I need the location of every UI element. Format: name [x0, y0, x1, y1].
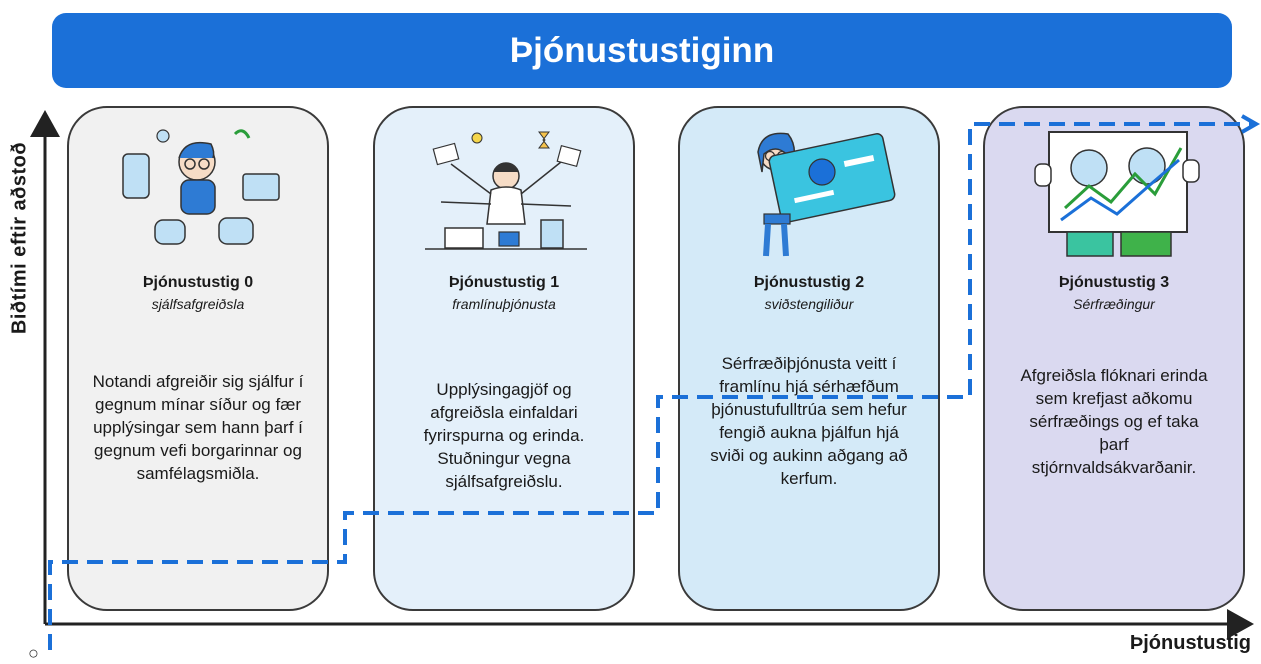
level-title: Þjónustustig 0 — [142, 274, 254, 291]
level-description: Notandi afgreiðir sig sjálfur í gegnum m… — [92, 372, 304, 483]
multitasking-desk-worker-illustration — [425, 131, 587, 250]
level-description: Upplýsingagjöf og afgreiðsla einfaldari … — [423, 380, 585, 491]
level-card-1: Þjónustustig 1 framlínuþjónusta Upplýsin… — [373, 106, 635, 611]
staircase-arrow — [1241, 114, 1261, 134]
level-title: Þjónustustig 1 — [448, 274, 560, 291]
service-level-staircase-line — [48, 122, 1255, 650]
experts-holding-chart-illustration — [1034, 131, 1200, 257]
corner-circle-icon: ○ — [28, 643, 39, 663]
level-description: Sérfræðiþjónusta veitt í framlínu hjá sé… — [710, 354, 908, 488]
x-axis-label: Þjónustustig — [1129, 632, 1251, 654]
level-subtitle: Sérfræðingur — [1073, 296, 1155, 312]
level-card-2: Þjónustustig 2 sviðstengiliður Sérfræðiþ… — [678, 106, 940, 611]
person-holding-id-card-illustration — [757, 132, 896, 257]
level-card-0: Þjónustustig 0 sjálfsafgreiðsla Notandi … — [67, 106, 329, 611]
level-description: Afgreiðsla flóknari erinda sem krefjast … — [1020, 366, 1208, 477]
level-subtitle: framlínuþjónusta — [452, 296, 556, 312]
level-title: Þjónustustig 2 — [753, 274, 865, 291]
page-title-banner: Þjónustustiginn — [52, 13, 1232, 88]
level-card-3: Þjónustustig 3 Sérfræðingur Afgreiðsla f… — [983, 106, 1245, 611]
level-subtitle: sjálfsafgreiðsla — [151, 296, 245, 312]
person-with-devices-illustration — [122, 129, 280, 245]
level-title: Þjónustustig 3 — [1058, 274, 1170, 291]
level-subtitle: sviðstengiliður — [764, 296, 854, 312]
page-title: Þjónustustiginn — [509, 30, 775, 70]
